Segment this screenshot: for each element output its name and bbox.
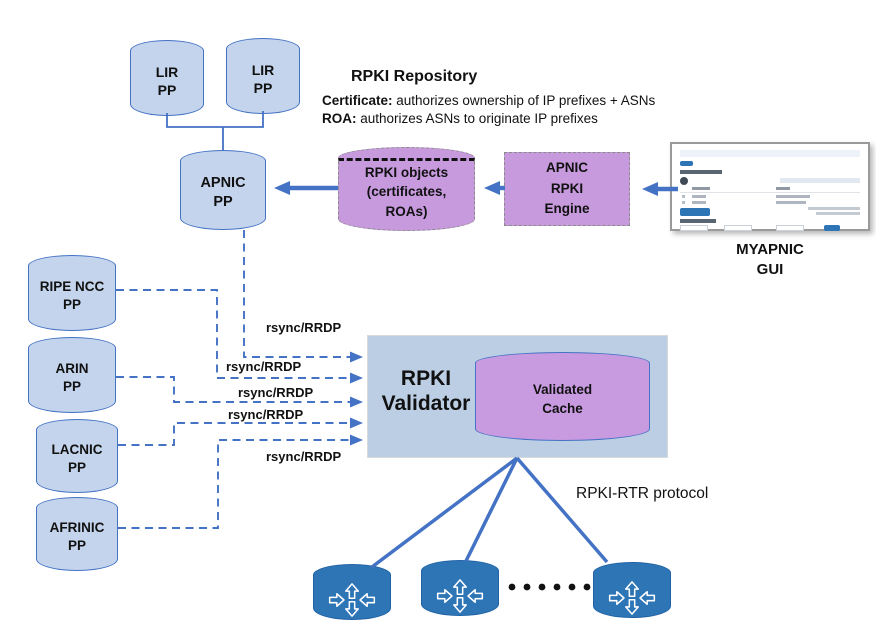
lir-to-apnic-connectors	[166, 111, 264, 150]
gui-section-heading	[680, 170, 722, 174]
lir-pp-left-label: LIR PP	[155, 63, 179, 98]
router-ellipsis-dots	[508, 583, 591, 591]
cylinder-body	[130, 51, 204, 116]
ripe-ncc-pp-cylinder: RIPE NCC PP	[28, 255, 116, 331]
arin-pp-label: ARIN PP	[55, 361, 89, 394]
lir-pp-right-cylinder: LIR PP	[226, 38, 300, 114]
gui-submit-button	[824, 225, 840, 231]
router-icon	[313, 570, 391, 620]
roa-description: ROA: authorizes ASNs to originate IP pre…	[322, 111, 598, 126]
cylinder-body	[180, 161, 266, 230]
cylinder-body	[338, 158, 475, 231]
router-2	[421, 560, 499, 616]
gui-caption-bar	[808, 207, 860, 210]
gui-column-header	[692, 187, 710, 190]
router-icon	[593, 568, 671, 618]
cylinder-body	[313, 575, 391, 620]
certificate-description-rest: authorizes ownership of IP prefixes + AS…	[392, 93, 656, 108]
certificate-description: Certificate: authorizes ownership of IP …	[322, 93, 655, 108]
gui-table-cell	[692, 195, 706, 198]
rsync-label-ripe: rsync/RRDP	[226, 359, 302, 374]
cylinder-body	[226, 49, 300, 114]
router-3	[593, 562, 671, 618]
rtr-protocol-label: RPKI-RTR protocol	[576, 485, 709, 502]
router-icon	[421, 566, 499, 616]
gui-row-checkbox	[682, 195, 685, 198]
apnic-pp-cylinder: APNIC PP	[180, 150, 266, 230]
myapnic-gui-label: MYAPNIC GUI	[736, 241, 804, 279]
ripe-ncc-pp-label: RIPE NCC PP	[39, 279, 105, 312]
gui-round-button	[680, 177, 688, 185]
afrinic-pp-label: AFRINIC PP	[49, 520, 105, 553]
roa-description-rest: authorizes ASNs to originate IP prefixes	[356, 111, 598, 126]
arin-pp-cylinder: ARIN PP	[28, 337, 116, 413]
gui-filter-controls	[780, 178, 860, 183]
cylinder-body	[475, 363, 650, 441]
router-1	[313, 564, 391, 620]
gui-breadcrumb-bar	[680, 150, 860, 157]
lir-pp-left-cylinder: LIR PP	[130, 40, 204, 116]
gui-primary-button	[680, 208, 710, 216]
diagram-title: RPKI Repository	[351, 68, 478, 85]
rsync-label-lacnic: rsync/RRDP	[228, 407, 304, 422]
cylinder-body	[28, 266, 116, 331]
gui-input-field	[776, 225, 804, 231]
validated-cache-cylinder: Validated Cache	[475, 352, 650, 441]
rpki-validator-label: RPKI Validator	[381, 367, 471, 415]
gui-divider	[680, 192, 860, 193]
certificate-description-lead: Certificate:	[322, 93, 393, 108]
rpki-objects-label: RPKI objects (certificates, ROAs)	[364, 164, 449, 219]
lacnic-pp-cylinder: LACNIC PP	[36, 419, 118, 493]
gui-table-cell	[776, 201, 806, 204]
gui-row-checkbox	[682, 201, 685, 204]
cylinder-body	[36, 508, 118, 571]
gui-input-field	[680, 225, 708, 231]
rsync-label-afrinic: rsync/RRDP	[266, 449, 342, 464]
apnic-rpki-engine-box: APNIC RPKI Engine	[504, 152, 630, 226]
lacnic-pp-label: LACNIC PP	[51, 442, 103, 475]
apnic-pp-label: APNIC PP	[200, 175, 246, 210]
gui-section-heading	[680, 219, 716, 223]
gui-table-cell	[692, 201, 706, 204]
rsync-label-arin: rsync/RRDP	[238, 385, 314, 400]
myapnic-gui-screenshot	[670, 142, 870, 231]
cylinder-body	[28, 348, 116, 413]
gui-badge	[680, 161, 693, 166]
gui-table-cell	[776, 195, 810, 198]
roa-description-lead: ROA:	[322, 111, 357, 126]
lir-pp-right-label: LIR PP	[251, 61, 275, 96]
rpki-objects-cylinder: RPKI objects (certificates, ROAs)	[338, 147, 475, 231]
rsync-rrdp-edges	[116, 230, 363, 529]
rtr-fanout-lines	[370, 456, 609, 569]
cylinder-body	[36, 430, 118, 493]
validated-cache-label: Validated Cache	[532, 381, 593, 416]
gui-column-header	[776, 187, 790, 190]
rsync-label-apnic: rsync/RRDP	[266, 320, 342, 335]
afrinic-pp-cylinder: AFRINIC PP	[36, 497, 118, 571]
gui-input-field	[724, 225, 752, 231]
gui-caption-bar	[816, 212, 860, 215]
